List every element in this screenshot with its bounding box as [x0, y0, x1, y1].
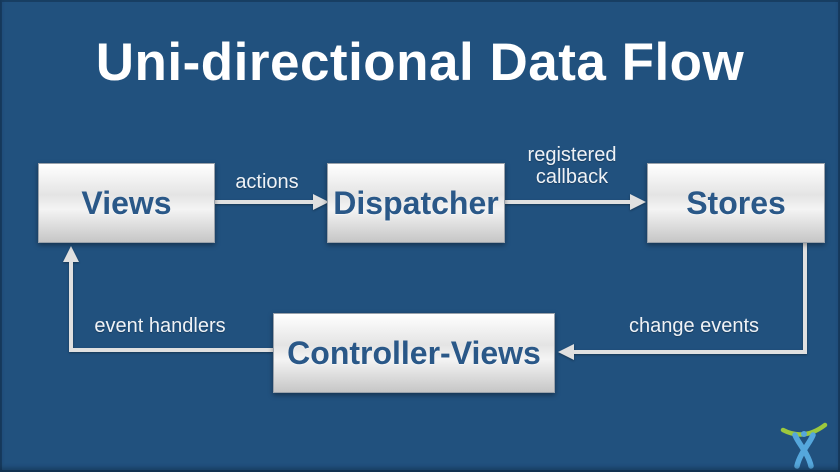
- edge-label-event-handlers: event handlers: [94, 315, 226, 337]
- node-dispatcher: Dispatcher: [327, 163, 505, 243]
- slide-title: Uni-directional Data Flow: [95, 33, 745, 92]
- arrow-stores-to-controller-views: [558, 243, 807, 360]
- node-views: Views: [38, 163, 215, 243]
- node-stores-label: Stores: [686, 184, 786, 221]
- edge-label-actions: actions: [235, 171, 299, 193]
- node-views-label: Views: [81, 184, 172, 221]
- arrow-dispatcher-to-stores: [505, 194, 646, 210]
- atlassian-logo-icon: [780, 422, 828, 469]
- edge-label-registered-callback: registered callback: [527, 144, 617, 188]
- node-dispatcher-label: Dispatcher: [333, 184, 499, 221]
- node-controller-views-label: Controller-Views: [287, 334, 541, 371]
- edge-label-change-events: change events: [628, 315, 760, 337]
- arrow-controller-views-to-views: [63, 246, 273, 352]
- node-stores: Stores: [647, 163, 825, 243]
- node-controller-views: Controller-Views: [273, 313, 555, 393]
- arrow-views-to-dispatcher: [215, 194, 329, 210]
